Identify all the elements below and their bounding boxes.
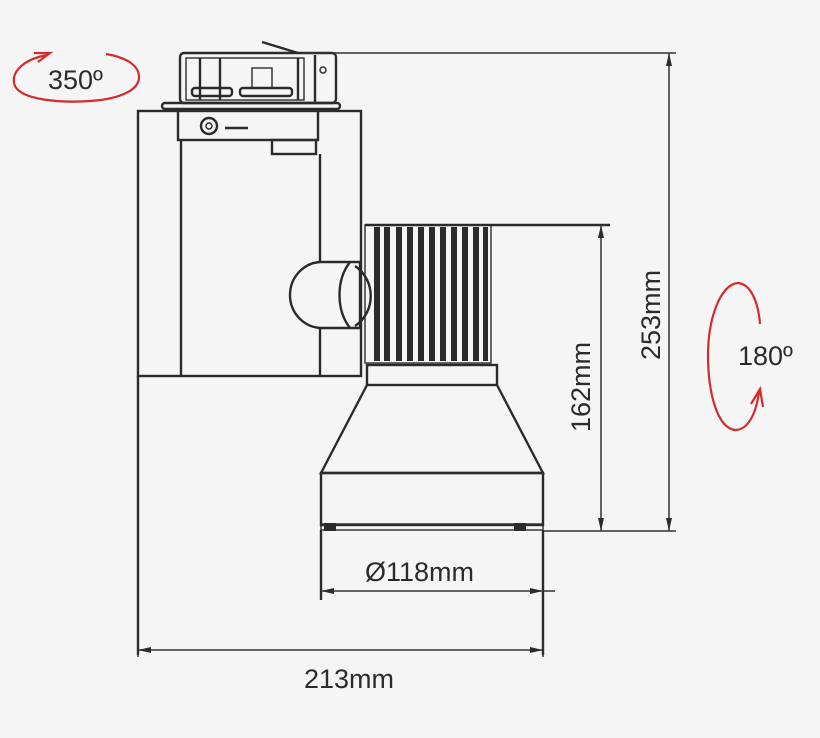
rotation-arrow-icon (706, 281, 762, 432)
rotation-180-indicator: 180º (706, 281, 793, 432)
pivot-joint (288, 260, 372, 330)
width-213-label: 213mm (304, 664, 394, 694)
dimension-head-diameter: Ø118mm (321, 557, 555, 594)
diameter-118-label: Ø118mm (365, 557, 474, 587)
rotation-350-indicator: 350º (12, 51, 141, 103)
rotation-arrow-icon (12, 52, 141, 103)
dimension-head-height: 162mm (566, 224, 608, 531)
rotation-350-label: 350º (48, 65, 103, 95)
dimension-total-height: 253mm (300, 52, 676, 532)
dimension-total-width: 213mm (137, 640, 544, 694)
lamp-head (319, 384, 545, 655)
driver-housing (136, 109, 363, 655)
heatsink (364, 223, 610, 387)
track-adapter (160, 40, 342, 156)
height-253-label: 253mm (636, 270, 666, 360)
rotation-180-label: 180º (738, 341, 793, 371)
height-162-label: 162mm (566, 342, 596, 432)
